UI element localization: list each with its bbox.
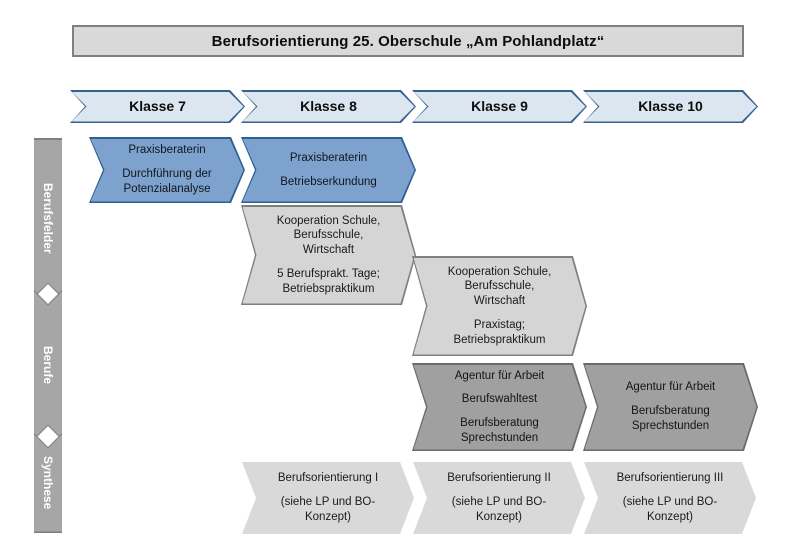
- phase-segment-berufe[interactable]: Berufe: [34, 292, 62, 439]
- column-header-klasse-8[interactable]: Klasse 8: [243, 92, 415, 122]
- column-header-label: Klasse 10: [638, 97, 703, 114]
- block-text: Berufsorientierung II (siehe LP und BO- …: [447, 472, 551, 523]
- phase-sidebar: Berufsfelder Berufe Synthese: [34, 138, 62, 533]
- page-title: Berufsorientierung 25. Oberschule „Am Po…: [211, 32, 605, 50]
- block-text: Berufsorientierung I (siehe LP und BO- K…: [277, 472, 379, 523]
- block-k9-agentur[interactable]: Agentur für Arbeit Berufswahltest Berufs…: [414, 365, 586, 450]
- phase-label-berufsfelder: Berufsfelder: [41, 182, 55, 254]
- block-text: Kooperation Schule, Berufsschule, Wirtsc…: [276, 214, 381, 295]
- block-k8-kooperation[interactable]: Kooperation Schule, Berufsschule, Wirtsc…: [243, 207, 415, 304]
- column-header-label: Klasse 9: [471, 97, 528, 114]
- phase-label-berufe: Berufe: [41, 345, 55, 384]
- phase-label-synthese: Synthese: [41, 456, 55, 510]
- block-k10-berufsorientierung[interactable]: Berufsorientierung III (siehe LP und BO-…: [584, 462, 756, 534]
- block-k8-berufsorientierung[interactable]: Berufsorientierung I (siehe LP und BO- K…: [242, 462, 414, 534]
- phase-segment-synthese[interactable]: Synthese: [34, 434, 62, 532]
- block-k7-praxisberaterin[interactable]: Praxisberaterin Durchführung der Potenzi…: [91, 139, 244, 202]
- block-text: Praxisberaterin Betriebserkundung: [280, 151, 377, 188]
- column-header-klasse-10[interactable]: Klasse 10: [585, 92, 757, 122]
- block-text: Berufsorientierung III (siehe LP und BO-…: [616, 472, 724, 523]
- block-k9-berufsorientierung[interactable]: Berufsorientierung II (siehe LP und BO- …: [413, 462, 585, 534]
- block-k10-agentur[interactable]: Agentur für Arbeit Berufsberatung Sprech…: [585, 365, 757, 450]
- column-header-label: Klasse 7: [129, 97, 186, 114]
- column-header-label: Klasse 8: [300, 97, 357, 114]
- phase-segment-berufsfelder[interactable]: Berufsfelder: [34, 140, 62, 297]
- column-header-klasse-7[interactable]: Klasse 7: [72, 92, 244, 122]
- block-text: Agentur für Arbeit Berufsberatung Sprech…: [625, 381, 716, 432]
- diagram-title-bar: Berufsorientierung 25. Oberschule „Am Po…: [72, 25, 744, 57]
- block-text: Praxisberaterin Durchführung der Potenzi…: [122, 144, 212, 195]
- block-text: Kooperation Schule, Berufsschule, Wirtsc…: [447, 265, 552, 346]
- block-k8-praxisberaterin[interactable]: Praxisberaterin Betriebserkundung: [243, 139, 415, 202]
- block-text: Agentur für Arbeit Berufswahltest Berufs…: [454, 369, 545, 444]
- column-header-klasse-9[interactable]: Klasse 9: [414, 92, 586, 122]
- block-k9-kooperation[interactable]: Kooperation Schule, Berufsschule, Wirtsc…: [414, 258, 586, 355]
